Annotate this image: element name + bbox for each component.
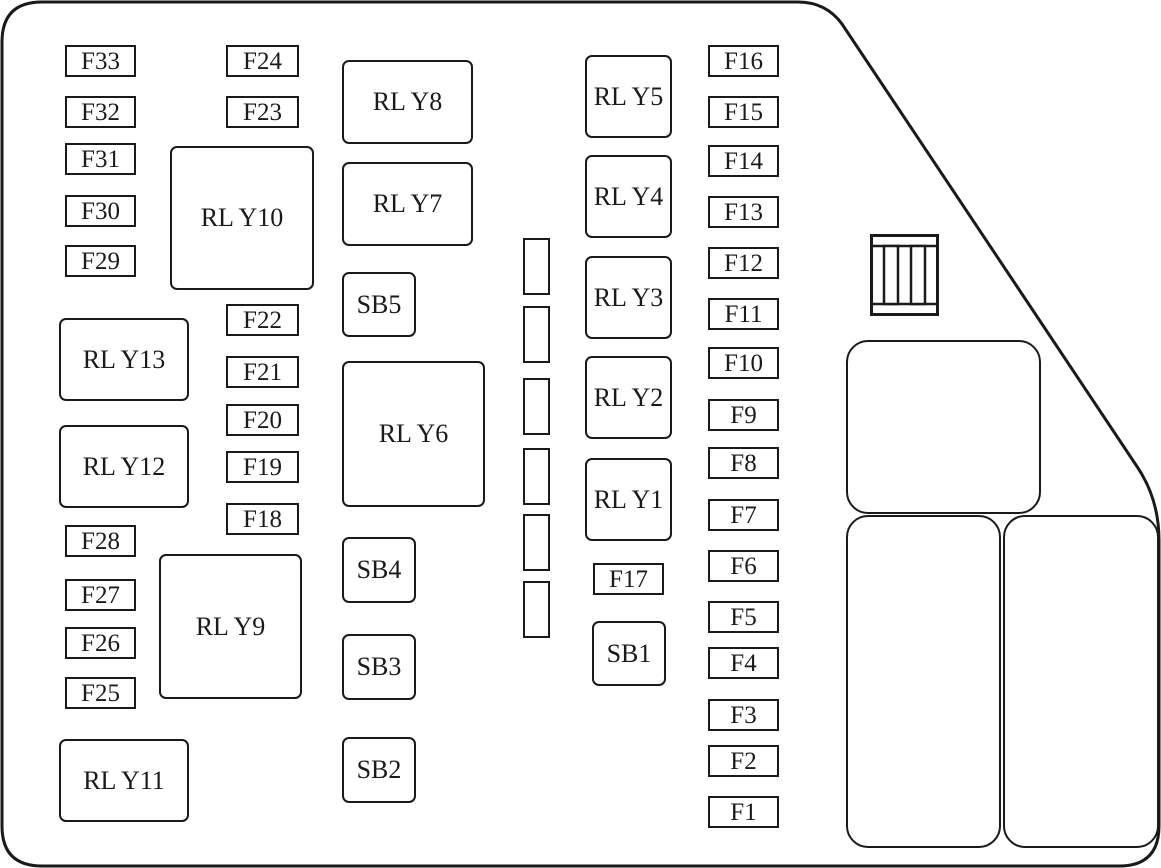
relay-rly4: RL Y4 bbox=[585, 155, 672, 238]
spare-slot-1 bbox=[523, 238, 550, 295]
slow-blow-fuse-sb1: SB1 bbox=[592, 621, 666, 686]
relay-rly3: RL Y3 bbox=[585, 256, 672, 339]
slow-blow-fuse-sb3: SB3 bbox=[342, 634, 416, 700]
spare-slot-4 bbox=[523, 448, 550, 505]
large-block-bottom-right bbox=[1003, 515, 1159, 848]
fuse-f15: F15 bbox=[708, 96, 779, 128]
relay-rly8: RL Y8 bbox=[342, 60, 473, 144]
spare-slot-3 bbox=[523, 378, 550, 435]
fuse-f24: F24 bbox=[226, 45, 299, 77]
relay-rly11: RL Y11 bbox=[59, 739, 189, 822]
slow-blow-fuse-sb5: SB5 bbox=[342, 272, 416, 337]
relay-rly2: RL Y2 bbox=[585, 356, 672, 439]
fuse-f18: F18 bbox=[226, 503, 299, 535]
relay-rly10: RL Y10 bbox=[170, 146, 314, 290]
fuse-f32: F32 bbox=[65, 96, 136, 128]
relay-rly5: RL Y5 bbox=[585, 55, 672, 138]
fuse-f3: F3 bbox=[708, 699, 779, 731]
fuse-f6: F6 bbox=[708, 550, 779, 582]
large-block-bottom-left bbox=[846, 515, 1001, 848]
connector-socket-icon bbox=[870, 234, 939, 316]
fuse-f7: F7 bbox=[708, 499, 779, 531]
fuse-f5: F5 bbox=[708, 601, 779, 633]
fuse-f31: F31 bbox=[65, 143, 136, 175]
large-block-top bbox=[846, 340, 1041, 514]
slow-blow-fuse-sb4: SB4 bbox=[342, 537, 416, 603]
fuse-f25: F25 bbox=[65, 677, 136, 709]
spare-slot-2 bbox=[523, 306, 550, 363]
fuse-f12: F12 bbox=[708, 247, 779, 279]
fuse-f2: F2 bbox=[708, 745, 779, 777]
relay-rly7: RL Y7 bbox=[342, 162, 473, 246]
relay-rly13: RL Y13 bbox=[59, 318, 189, 401]
fuse-f9: F9 bbox=[708, 399, 779, 431]
relay-rly1: RL Y1 bbox=[585, 458, 672, 541]
fuse-f23: F23 bbox=[226, 96, 299, 128]
fuse-f11: F11 bbox=[708, 298, 779, 330]
fuse-f22: F22 bbox=[226, 304, 299, 336]
spare-slot-5 bbox=[523, 514, 550, 571]
fuse-f27: F27 bbox=[65, 579, 136, 611]
fuse-f4: F4 bbox=[708, 647, 779, 679]
fuse-f14: F14 bbox=[708, 145, 779, 177]
fuse-f30: F30 bbox=[65, 195, 136, 227]
fuse-f20: F20 bbox=[226, 404, 299, 436]
fuse-f28: F28 bbox=[65, 525, 136, 557]
fuse-f13: F13 bbox=[708, 196, 779, 228]
fuse-f21: F21 bbox=[226, 356, 299, 388]
fuse-f17: F17 bbox=[593, 563, 664, 595]
fuse-f8: F8 bbox=[708, 447, 779, 479]
fuse-f1: F1 bbox=[708, 796, 779, 828]
fuse-f29: F29 bbox=[65, 245, 136, 277]
spare-slot-6 bbox=[523, 581, 550, 638]
slow-blow-fuse-sb2: SB2 bbox=[342, 737, 416, 803]
relay-rly6: RL Y6 bbox=[342, 361, 485, 507]
fuse-f26: F26 bbox=[65, 627, 136, 659]
fuse-f10: F10 bbox=[708, 347, 779, 379]
relay-rly12: RL Y12 bbox=[59, 425, 189, 508]
fuse-f16: F16 bbox=[708, 45, 779, 77]
relay-rly9: RL Y9 bbox=[159, 554, 302, 699]
fuse-f33: F33 bbox=[65, 45, 136, 77]
fuse-f19: F19 bbox=[226, 451, 299, 483]
